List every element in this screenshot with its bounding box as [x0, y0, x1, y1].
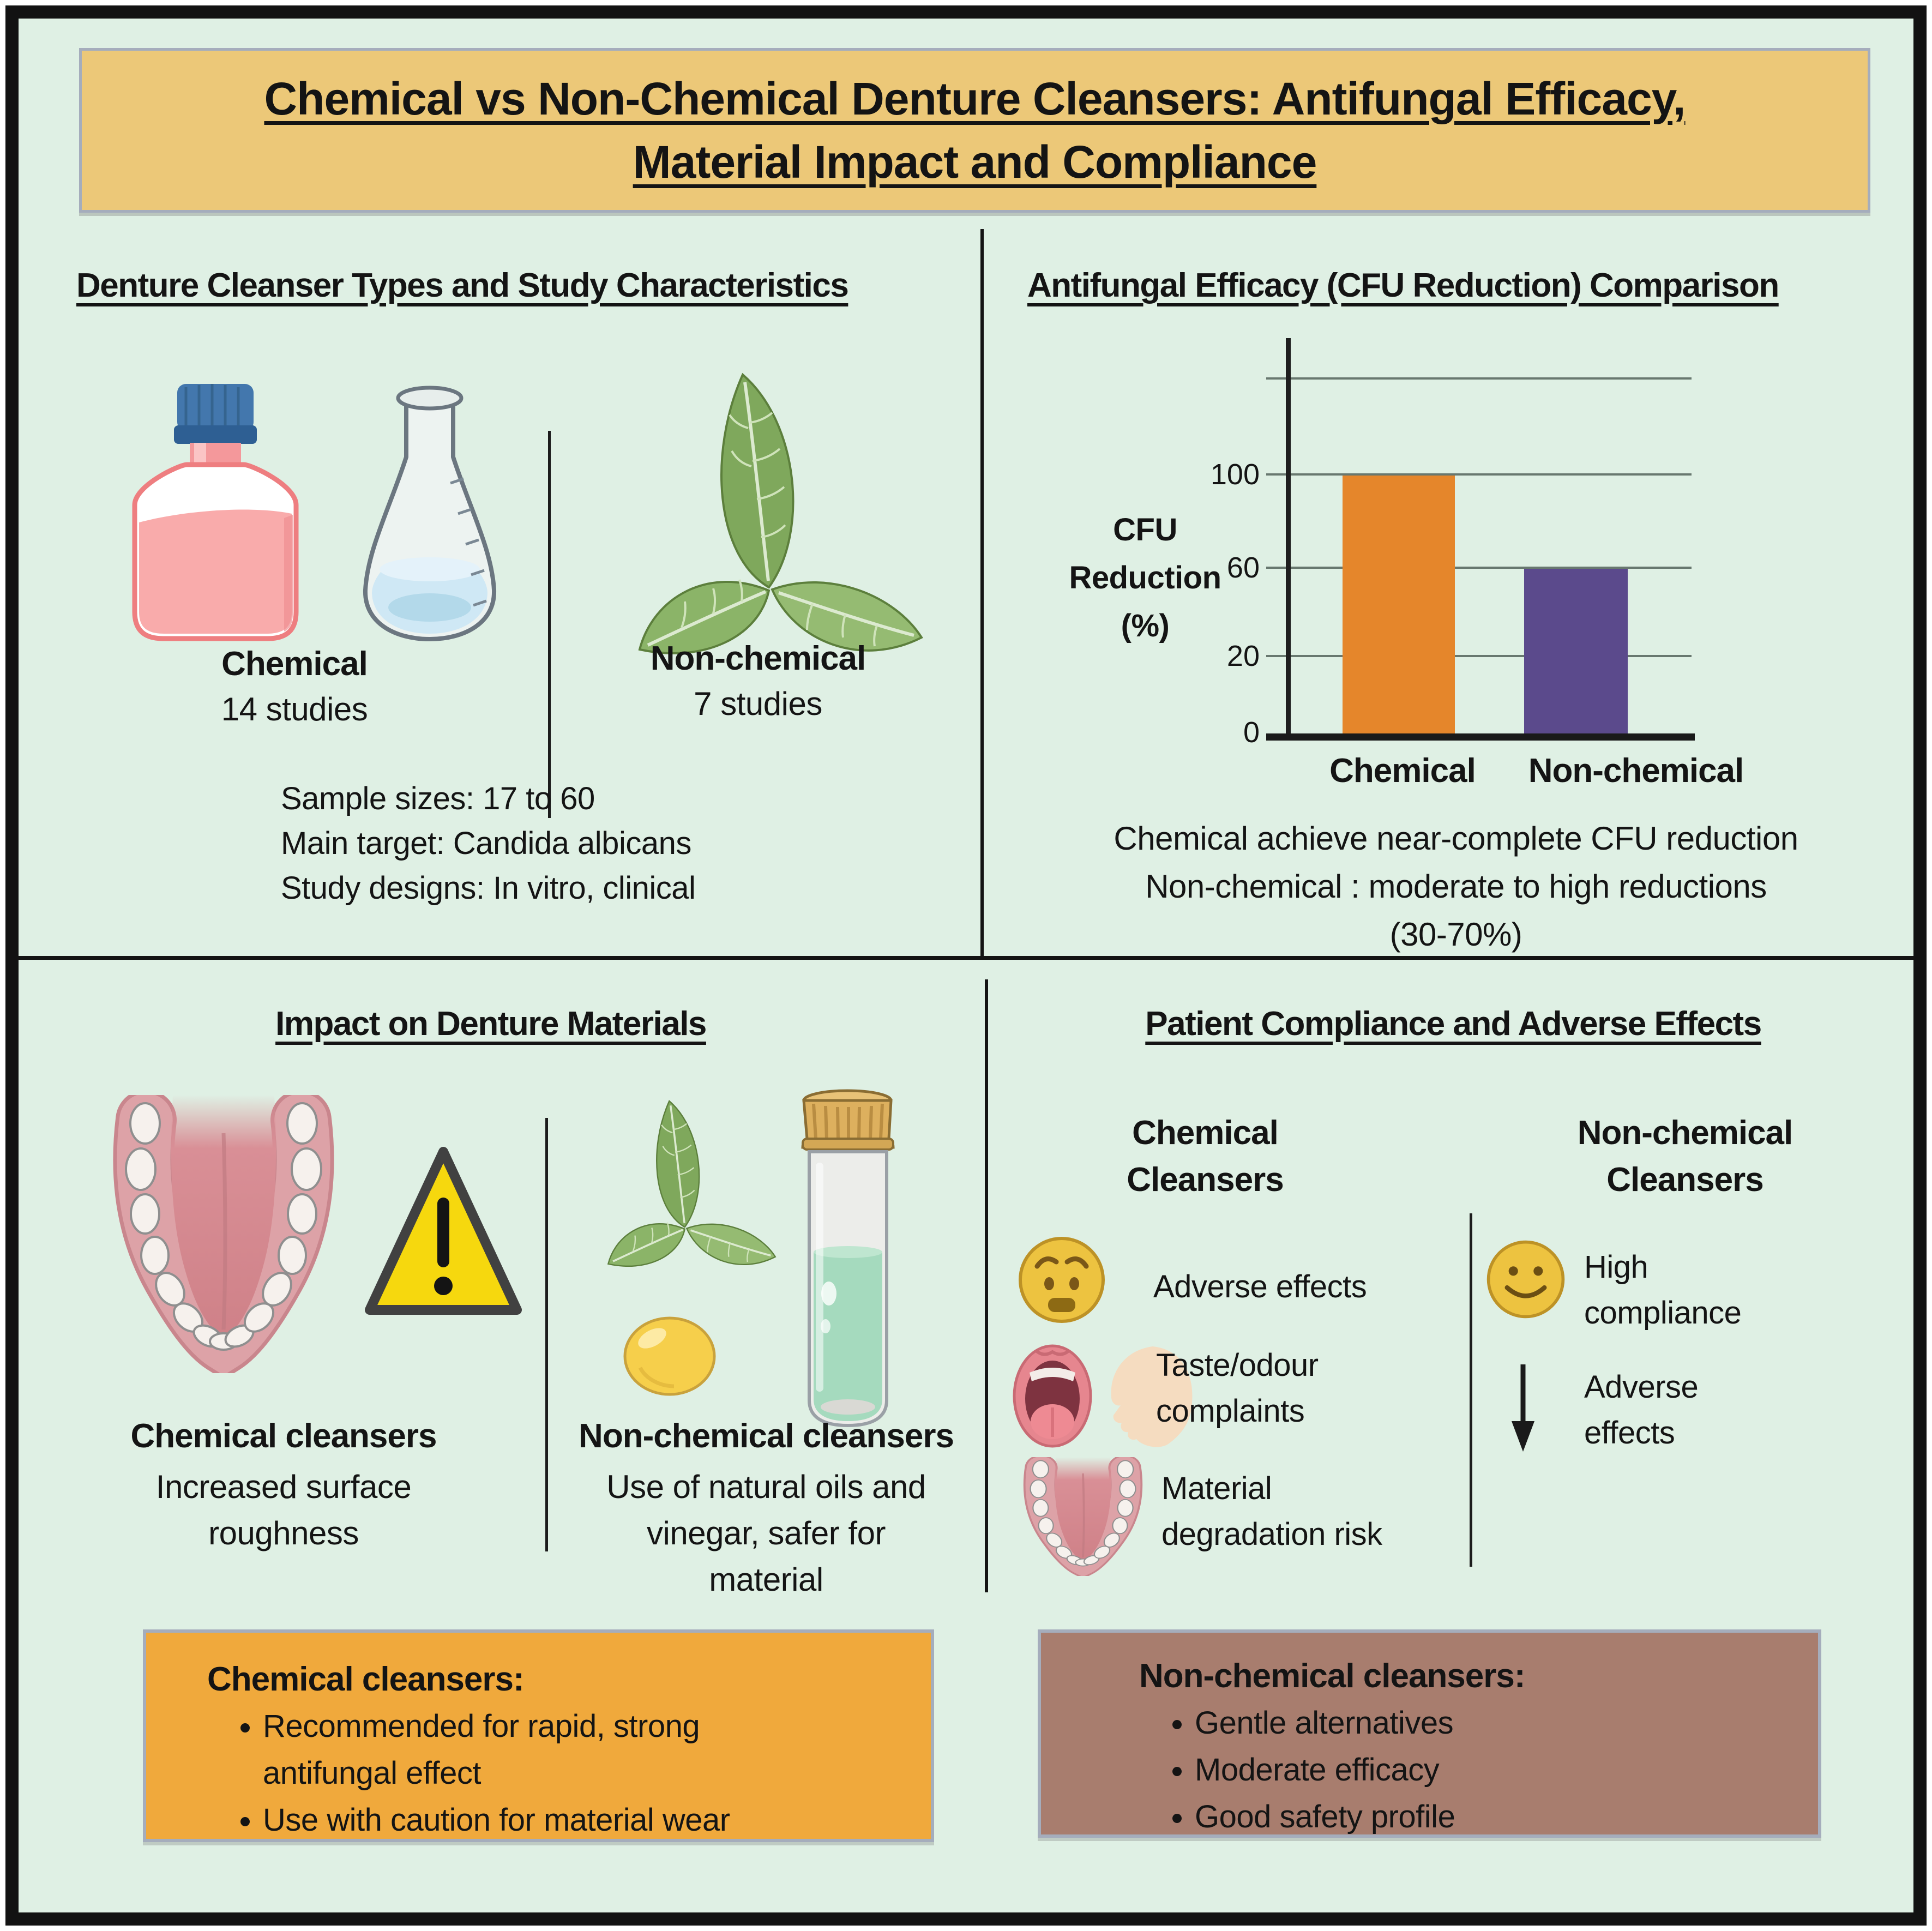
ytick-0: 0 — [1243, 716, 1260, 749]
types-study-info: Sample sizes: 17 to 60 Main target: Cand… — [281, 781, 696, 906]
title-banner: Chemical vs Non-Chemical Denture Cleanse… — [79, 48, 1870, 213]
divider-top-vertical — [980, 229, 984, 956]
bar-nonchemical — [1524, 569, 1628, 733]
x-axis — [1266, 733, 1695, 741]
compliance-column-divider — [1470, 1213, 1472, 1567]
gridline-60 — [1266, 567, 1692, 569]
compliance-nonchemical-item-2: Adverse effects — [1584, 1369, 1699, 1451]
materials-nonchemical-label: Non-chemical cleansers — [579, 1417, 954, 1455]
ytick-60: 60 — [1226, 551, 1260, 584]
materials-heading: Impact on Denture Materials — [275, 1005, 707, 1043]
summary-box-nonchemical: Non-chemical cleansers: Gentle alternati… — [1038, 1629, 1821, 1838]
flask-icon — [363, 386, 497, 641]
page-title: Chemical vs Non-Chemical Denture Cleanse… — [264, 67, 1686, 194]
denture-icon — [113, 1095, 334, 1373]
summary-chemical-list: Recommended for rapid, strong antifungal… — [263, 1703, 931, 1844]
summary-chemical-bullet-1: Recommended for rapid, strong antifungal… — [263, 1703, 754, 1797]
title-line-2: Material Impact and Compliance — [633, 136, 1317, 188]
xlabel-nonchemical: Non-chemical — [1528, 752, 1744, 790]
types-heading: Denture Cleanser Types and Study Charact… — [76, 267, 849, 304]
types-nonchemical-label: Non-chemical — [650, 640, 866, 677]
gridline-100 — [1266, 473, 1692, 476]
capsule-icon — [623, 1316, 716, 1396]
compliance-heading: Patient Compliance and Adverse Effects — [1145, 1005, 1762, 1043]
warning-triangle-icon — [365, 1147, 522, 1315]
materials-chemical-desc: Increased surface roughness — [155, 1469, 412, 1551]
title-line-1: Chemical vs Non-Chemical Denture Cleanse… — [264, 73, 1686, 124]
leaves-small-icon — [607, 1100, 777, 1267]
materials-chemical-label: Chemical cleansers — [130, 1417, 437, 1455]
summary-chemical-bullet-2: Use with caution for material wear — [263, 1797, 754, 1844]
xlabel-chemical: Chemical — [1329, 752, 1476, 790]
outer-frame — [5, 5, 1927, 1926]
down-arrow-icon — [1512, 1364, 1534, 1452]
materials-nonchemical-desc: Use of natural oils and vinegar, safer f… — [606, 1469, 926, 1598]
gridline-20 — [1266, 655, 1692, 657]
bottle-icon — [132, 384, 299, 641]
compliance-chemical-heading: Chemical Cleansers — [1127, 1114, 1284, 1199]
smiley-icon — [1486, 1240, 1565, 1319]
summary-chemical-heading: Chemical cleansers: — [207, 1661, 525, 1698]
materials-column-divider — [545, 1118, 548, 1551]
types-nonchemical-count: 7 studies — [694, 685, 822, 722]
summary-nonchemical-bullet-1: Gentle alternatives — [1195, 1700, 1818, 1747]
divider-bottom-vertical — [985, 979, 988, 1592]
efficacy-caption: Chemical achieve near-complete CFU reduc… — [1114, 820, 1798, 953]
compliance-chemical-item-3: Material degradation risk — [1161, 1471, 1382, 1552]
efficacy-heading: Antifungal Efficacy (CFU Reduction) Comp… — [1027, 267, 1779, 304]
cfu-bar-chart: 100 60 20 0 Chemical Non-chemical — [1211, 338, 1744, 790]
gridline-top — [1266, 377, 1692, 380]
summary-nonchemical-bullet-3: Good safety profile — [1195, 1794, 1818, 1840]
y-axis — [1286, 338, 1291, 741]
compliance-chemical-item-1: Adverse effects — [1153, 1269, 1367, 1304]
compliance-nonchemical-heading: Non-chemical Cleansers — [1577, 1114, 1793, 1199]
divider-horizontal — [19, 956, 1915, 960]
leaves-icon — [638, 372, 923, 654]
summary-nonchemical-bullet-2: Moderate efficacy — [1195, 1747, 1818, 1794]
compliance-chemical-item-2: Taste/odour complaints — [1156, 1348, 1319, 1429]
types-chemical-label: Chemical — [221, 645, 368, 683]
vial-icon — [801, 1089, 895, 1428]
chart-y-axis-label: CFU Reduction (%) — [1069, 512, 1221, 643]
types-chemical-count: 14 studies — [221, 691, 368, 727]
compliance-nonchemical-item-1: High compliance — [1584, 1249, 1742, 1331]
summary-nonchemical-heading: Non-chemical cleansers: — [1139, 1657, 1526, 1695]
ytick-20: 20 — [1226, 640, 1260, 672]
bar-chemical — [1343, 476, 1455, 733]
ytick-100: 100 — [1210, 458, 1260, 491]
denture-small-icon — [1015, 1457, 1151, 1576]
summary-nonchemical-list: Gentle alternatives Moderate efficacy Go… — [1195, 1700, 1818, 1840]
summary-box-chemical: Chemical cleansers: Recommended for rapi… — [143, 1629, 934, 1842]
anxious-emoji-icon — [1019, 1237, 1105, 1323]
types-column-divider — [548, 431, 551, 818]
mouth-face-icon — [1013, 1344, 1193, 1448]
